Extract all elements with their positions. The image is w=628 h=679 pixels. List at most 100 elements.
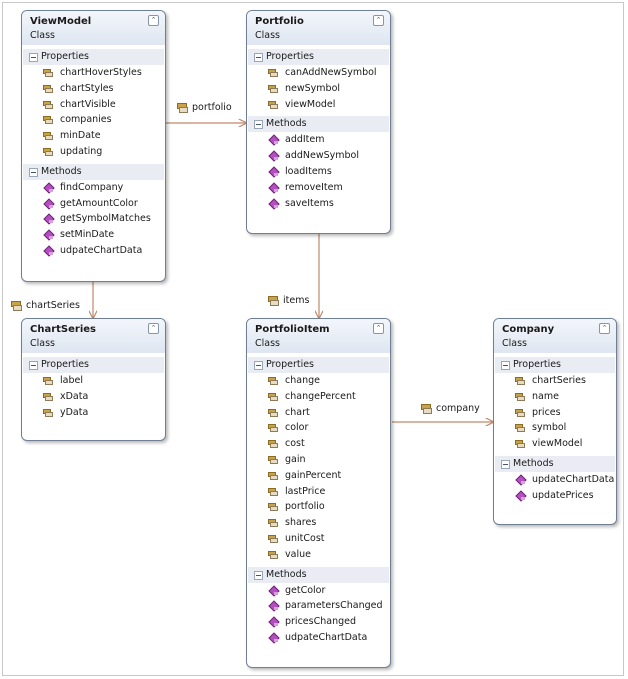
property-item[interactable]: newSymbol bbox=[247, 81, 390, 97]
collapse-section-icon[interactable] bbox=[254, 120, 263, 130]
method-item[interactable]: parametersChanged bbox=[247, 598, 390, 614]
method-item[interactable]: getSymbolMatches bbox=[22, 211, 165, 227]
properties-section-header[interactable]: Properties bbox=[495, 357, 615, 373]
association-label-items[interactable]: items bbox=[268, 294, 309, 308]
collapse-section-icon[interactable] bbox=[501, 361, 510, 370]
method-item[interactable]: updatePrices bbox=[494, 488, 616, 504]
section-label: Properties bbox=[513, 359, 562, 370]
member-name: newSymbol bbox=[285, 82, 341, 94]
method-item[interactable]: getColor bbox=[247, 583, 390, 599]
properties-section-header[interactable]: Properties bbox=[23, 49, 164, 65]
collapse-icon[interactable]: ⌃ bbox=[148, 15, 159, 26]
collapse-section-icon[interactable] bbox=[254, 53, 263, 62]
method-item[interactable]: loadItems bbox=[247, 164, 390, 180]
property-item[interactable]: updating bbox=[22, 144, 165, 160]
property-icon bbox=[43, 84, 53, 93]
class-shape-portfolio[interactable]: Portfolio Class ⌃ Properties canAddNewSym… bbox=[246, 10, 391, 234]
association-label-portfolio[interactable]: portfolio bbox=[177, 101, 232, 115]
method-item[interactable]: udpateChartData bbox=[22, 243, 165, 259]
method-item[interactable]: getAmountColor bbox=[22, 196, 165, 212]
method-item[interactable]: udpateChartData bbox=[247, 630, 390, 646]
class-header[interactable]: ViewModel Class ⌃ bbox=[22, 11, 165, 45]
collapse-icon[interactable]: ⌃ bbox=[148, 323, 159, 334]
association-text: portfolio bbox=[192, 102, 232, 113]
method-icon bbox=[44, 183, 53, 192]
properties-section-header[interactable]: Properties bbox=[248, 49, 389, 65]
methods-section-header[interactable]: Methods bbox=[23, 163, 164, 180]
properties-section-header[interactable]: Properties bbox=[248, 357, 389, 373]
property-item[interactable]: name bbox=[494, 389, 616, 405]
class-kind: Class bbox=[502, 338, 527, 349]
collapse-section-icon[interactable] bbox=[501, 459, 510, 469]
method-item[interactable]: addNewSymbol bbox=[247, 148, 390, 164]
property-item[interactable]: minDate bbox=[22, 128, 165, 144]
property-item[interactable]: chartSeries bbox=[494, 373, 616, 389]
member-name: value bbox=[285, 548, 311, 560]
member-name: gain bbox=[285, 453, 306, 465]
property-item[interactable]: cost bbox=[247, 436, 390, 452]
method-item[interactable]: setMinDate bbox=[22, 227, 165, 243]
property-icon bbox=[268, 455, 278, 464]
class-header[interactable]: Company Class ⌃ bbox=[494, 319, 616, 353]
class-kind: Class bbox=[255, 30, 280, 41]
properties-section-header[interactable]: Properties bbox=[23, 357, 164, 373]
property-item[interactable]: viewModel bbox=[494, 436, 616, 452]
property-item[interactable]: color bbox=[247, 420, 390, 436]
property-item[interactable]: symbol bbox=[494, 420, 616, 436]
methods-section-header[interactable]: Methods bbox=[248, 566, 389, 583]
collapse-section-icon[interactable] bbox=[254, 570, 263, 580]
member-name: viewModel bbox=[285, 98, 336, 110]
property-item[interactable]: chartVisible bbox=[22, 97, 165, 113]
collapse-icon[interactable]: ⌃ bbox=[599, 323, 610, 334]
property-item[interactable]: xData bbox=[22, 389, 165, 405]
method-item[interactable]: addItem bbox=[247, 132, 390, 148]
property-item[interactable]: canAddNewSymbol bbox=[247, 65, 390, 81]
association-label-chartseries[interactable]: chartSeries bbox=[11, 299, 80, 313]
property-item[interactable]: chart bbox=[247, 405, 390, 421]
method-item[interactable]: saveItems bbox=[247, 196, 390, 212]
property-item[interactable]: companies bbox=[22, 112, 165, 128]
methods-section-header[interactable]: Methods bbox=[495, 455, 615, 472]
property-item[interactable]: lastPrice bbox=[247, 484, 390, 500]
method-item[interactable]: findCompany bbox=[22, 180, 165, 196]
collapse-section-icon[interactable] bbox=[29, 167, 38, 177]
property-item[interactable]: yData bbox=[22, 405, 165, 421]
property-item[interactable]: shares bbox=[247, 515, 390, 531]
collapse-icon[interactable]: ⌃ bbox=[373, 15, 384, 26]
collapse-section-icon[interactable] bbox=[29, 53, 38, 62]
property-item[interactable]: change bbox=[247, 373, 390, 389]
member-name: setMinDate bbox=[60, 229, 115, 241]
methods-section-header[interactable]: Methods bbox=[248, 116, 389, 133]
property-item[interactable]: unitCost bbox=[247, 531, 390, 547]
class-header[interactable]: ChartSeries Class ⌃ bbox=[22, 319, 165, 353]
member-name: addNewSymbol bbox=[285, 150, 359, 162]
property-item[interactable]: gainPercent bbox=[247, 468, 390, 484]
property-item[interactable]: changePercent bbox=[247, 389, 390, 405]
property-item[interactable]: gain bbox=[247, 452, 390, 468]
property-item[interactable]: chartHoverStyles bbox=[22, 65, 165, 81]
class-header[interactable]: PortfolioItem Class ⌃ bbox=[247, 319, 390, 353]
method-item[interactable]: updateChartData bbox=[494, 472, 616, 488]
method-item[interactable]: removeItem bbox=[247, 180, 390, 196]
association-label-company[interactable]: company bbox=[421, 402, 480, 416]
property-item[interactable]: prices bbox=[494, 405, 616, 421]
method-item[interactable]: pricesChanged bbox=[247, 614, 390, 630]
property-icon bbox=[268, 376, 278, 385]
collapse-section-icon[interactable] bbox=[254, 361, 263, 370]
member-name: name bbox=[532, 390, 559, 402]
property-item[interactable]: label bbox=[22, 373, 165, 389]
collapse-section-icon[interactable] bbox=[29, 361, 38, 370]
property-item[interactable]: viewModel bbox=[247, 97, 390, 113]
property-icon bbox=[43, 115, 53, 125]
property-item[interactable]: chartStyles bbox=[22, 81, 165, 97]
collapse-icon[interactable]: ⌃ bbox=[373, 323, 384, 334]
method-icon bbox=[44, 246, 53, 255]
property-item[interactable]: value bbox=[247, 547, 390, 563]
section-label: Properties bbox=[266, 51, 315, 62]
property-item[interactable]: portfolio bbox=[247, 499, 390, 515]
class-header[interactable]: Portfolio Class ⌃ bbox=[247, 11, 390, 45]
